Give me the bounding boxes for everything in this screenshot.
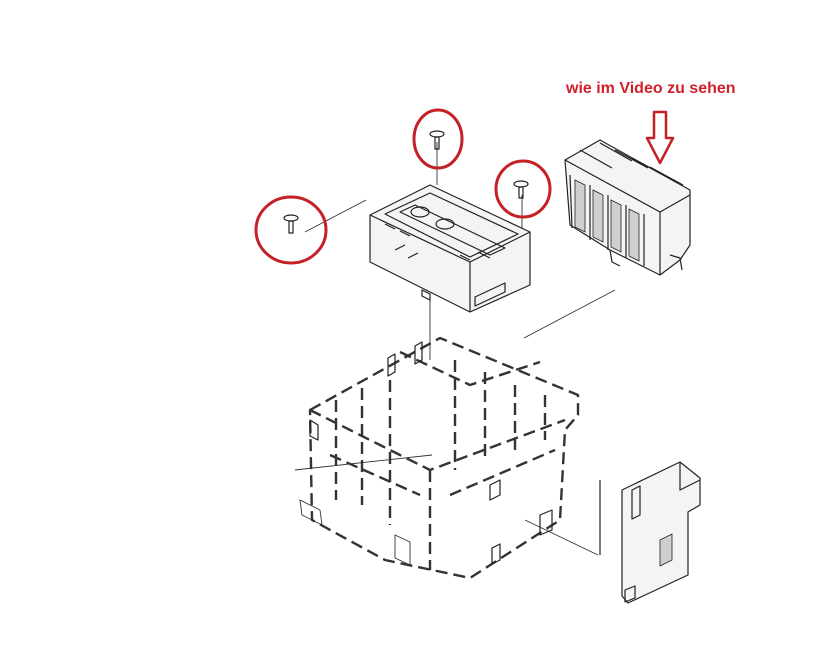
highlight-circle-top — [412, 108, 464, 170]
screw-highlight-circles — [254, 108, 552, 265]
highlight-circle-left — [254, 195, 328, 265]
side-cover — [599, 461, 701, 604]
screw-top — [429, 130, 445, 150]
cap-housing — [369, 184, 531, 313]
carriage-frame — [299, 336, 580, 580]
screw-right — [513, 180, 529, 199]
cap-unit — [564, 139, 691, 276]
highlight-circle-right — [494, 159, 552, 219]
screw-left — [283, 214, 299, 234]
annotation-label: wie im Video zu sehen — [566, 80, 736, 97]
leader-lines — [294, 142, 616, 556]
down-arrow-icon — [645, 110, 675, 165]
